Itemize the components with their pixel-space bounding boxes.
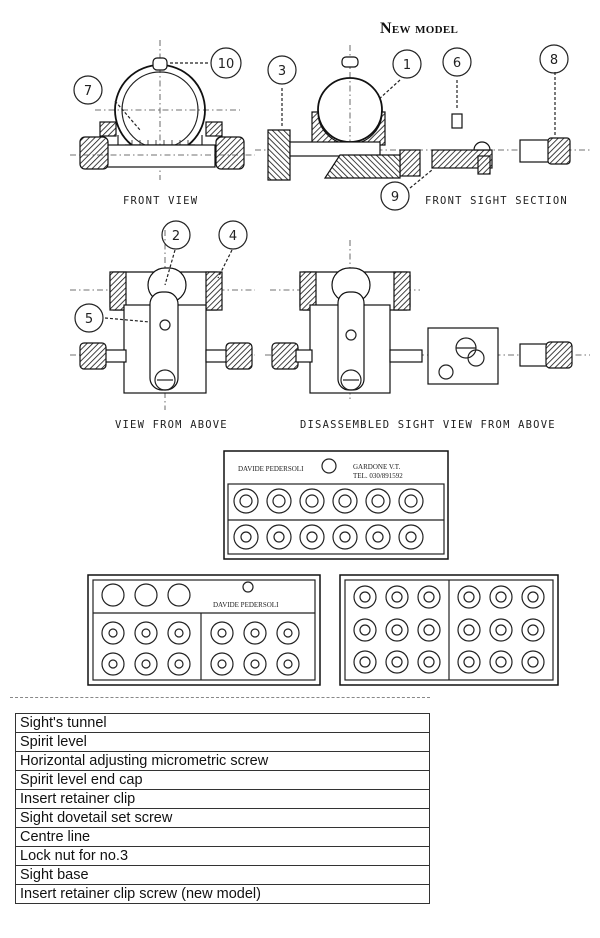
legend-item: Lock nut for no.3 (15, 846, 430, 866)
callout-9: 9 (380, 181, 410, 211)
view-from-above: VIEW FROM ABOVE (70, 230, 255, 431)
insert-card-left: DAVIDE PEDERSOLI (87, 574, 321, 686)
legend-row: Lock nut for no.3 (15, 846, 430, 866)
technical-drawing: FRONT VIEW FRONT SIGHT SECTION (70, 40, 590, 686)
callout-4: 4 (218, 220, 248, 250)
legend-item: Insert retainer clip (15, 789, 430, 809)
callout-5: 5 (74, 303, 104, 333)
legend-item: Sight's tunnel (15, 713, 430, 733)
legend-row: Insert retainer clip screw (new model) (15, 884, 430, 904)
legend-row: Centre line (15, 827, 430, 847)
front-sight-section: FRONT SIGHT SECTION (255, 45, 590, 207)
legend-row: Spirit level end cap (15, 770, 430, 790)
disassembled-view: DISASSEMBLED SIGHT VIEW FROM ABOVE (265, 240, 590, 431)
legend-item: Centre line (15, 827, 430, 847)
legend-item: Horizontal adjusting micrometric screw (15, 751, 430, 771)
svg-text:TEL. 030/891592: TEL. 030/891592 (353, 472, 403, 480)
disassembled-view-caption: DISASSEMBLED SIGHT VIEW FROM ABOVE (300, 419, 556, 431)
svg-text:GARDONE V.T.: GARDONE V.T. (353, 463, 401, 471)
svg-text:7: 7 (84, 84, 92, 99)
legend-row: Sight base (15, 865, 430, 885)
legend-item: Spirit level (15, 732, 430, 752)
legend-row: Sight's tunnel (15, 713, 430, 733)
svg-text:3: 3 (278, 64, 286, 79)
callout-6: 6 (442, 47, 472, 77)
front-sight-section-caption: FRONT SIGHT SECTION (425, 195, 568, 207)
svg-text:1: 1 (403, 58, 411, 73)
front-view-caption: FRONT VIEW (123, 195, 198, 207)
callouts: 10 7 3 1 6 8 9 2 4 5 (73, 44, 569, 333)
svg-text:DAVIDE PEDERSOLI: DAVIDE PEDERSOLI (238, 465, 304, 473)
legend-item: Insert retainer clip screw (new model) (15, 884, 430, 904)
insert-card-right (339, 574, 559, 686)
parts-legend-table: Sight's tunnel Spirit level Horizontal a… (15, 713, 430, 904)
page-title: New model (380, 20, 459, 37)
callout-7: 7 (73, 75, 103, 105)
legend-row: Horizontal adjusting micrometric screw (15, 751, 430, 771)
legend-row: Spirit level (15, 732, 430, 752)
legend-row: Sight dovetail set screw (15, 808, 430, 828)
legend-item: Sight base (15, 865, 430, 885)
view-from-above-caption: VIEW FROM ABOVE (115, 419, 228, 431)
separator-line (10, 697, 430, 698)
svg-text:9: 9 (391, 190, 399, 205)
svg-text:4: 4 (229, 229, 237, 244)
svg-text:10: 10 (218, 57, 235, 72)
svg-text:6: 6 (453, 56, 461, 71)
callout-1: 1 (392, 49, 422, 79)
svg-text:8: 8 (550, 53, 558, 68)
legend-item: Spirit level end cap (15, 770, 430, 790)
svg-text:5: 5 (85, 312, 93, 327)
callout-8: 8 (539, 44, 569, 74)
front-view: FRONT VIEW (70, 40, 255, 207)
callout-2: 2 (161, 220, 191, 250)
insert-card-top: DAVIDE PEDERSOLI GARDONE V.T. TEL. 030/8… (223, 450, 449, 560)
legend-row: Insert retainer clip (15, 789, 430, 809)
legend-item: Sight dovetail set screw (15, 808, 430, 828)
svg-text:2: 2 (172, 229, 180, 244)
callout-10: 10 (210, 47, 242, 79)
svg-text:DAVIDE PEDERSOLI: DAVIDE PEDERSOLI (213, 601, 279, 609)
callout-3: 3 (267, 55, 297, 85)
